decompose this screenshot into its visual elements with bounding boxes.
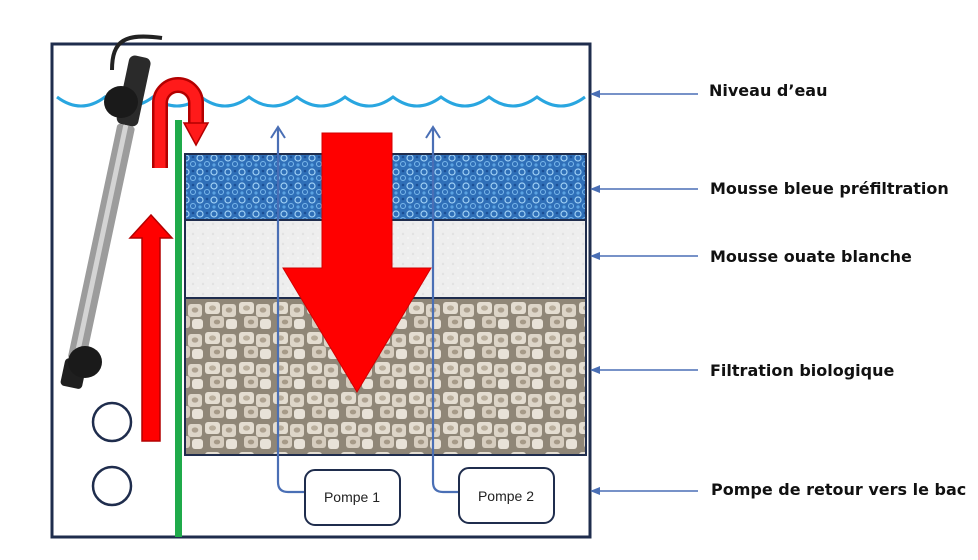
blue-foam-label: Mousse bleue préfiltration [710, 179, 949, 198]
water-surface [56, 95, 586, 108]
u-bend-pipe-icon [152, 77, 210, 168]
down-flow-arrow [282, 132, 432, 393]
pump-1-pipe [276, 128, 305, 494]
pump-2-label: Pompe 2 [478, 488, 534, 504]
air-bubble-icon [91, 401, 133, 443]
pump-1-label: Pompe 1 [324, 489, 380, 505]
white-foam-label: Mousse ouate blanche [710, 247, 912, 266]
label-pointers [590, 90, 698, 495]
up-flow-arrow [128, 213, 174, 442]
pump-1-box [304, 469, 401, 526]
riser-pipe [175, 120, 182, 537]
bio-filtration-label: Filtration biologique [710, 361, 895, 380]
air-bubble-icon [91, 465, 133, 507]
pump-2-box [458, 467, 555, 524]
heater-icon [60, 34, 163, 389]
pump-2-pipe [431, 128, 460, 494]
water-level-label: Niveau d’eau [709, 81, 828, 100]
return-pump-label: Pompe de retour vers le bac [711, 480, 967, 499]
